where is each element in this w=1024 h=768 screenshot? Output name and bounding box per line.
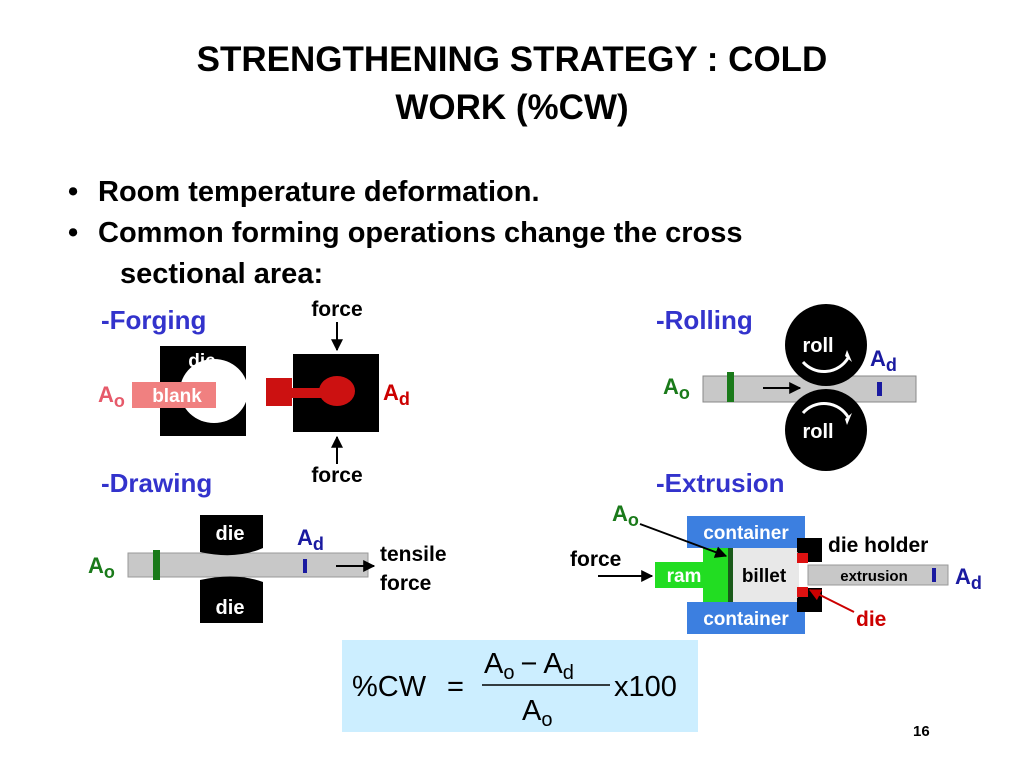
extrusion-product <box>807 564 949 586</box>
title-line-2: WORK (%CW) <box>395 88 629 127</box>
forging-force-bottom: force <box>311 464 362 487</box>
forged-part-flange <box>266 378 292 406</box>
formula-svg: %CW = Ao−Ad Ao x100 <box>352 648 677 731</box>
bullet-text: Room temperature deformation. <box>98 176 540 208</box>
bullet-text: Common forming operations change the cro… <box>98 217 743 249</box>
drawing-diagram: die die tensile force Ao Ad <box>88 515 447 623</box>
forging-blank <box>132 382 216 408</box>
rolling-start-marker <box>727 372 734 402</box>
extrusion-ao-label: Ao <box>612 501 639 530</box>
formula-equals: = <box>447 671 464 703</box>
extrusion-diagram: container container ram billet extrusion… <box>570 501 982 634</box>
extrusion-ao-pointer <box>639 523 728 558</box>
forging-ao-label: Ao <box>98 382 125 411</box>
drawing-die-bottom <box>200 576 263 623</box>
forged-part-head <box>319 376 355 406</box>
forging-label: -Forging <box>101 305 207 335</box>
rolling-diagram: roll roll Ao Ad <box>663 304 917 471</box>
roll-top-rotation-arrow <box>801 357 850 373</box>
extrusion-label: -Extrusion <box>656 468 785 498</box>
bullet-item: • Common forming operations change the c… <box>68 213 968 254</box>
ram-rod <box>655 562 709 588</box>
formula-lhs: %CW <box>352 671 427 703</box>
bullet-continuation: sectional area: <box>120 258 324 290</box>
drawing-die-bottom-text: die <box>216 597 245 619</box>
bullet-list: • Room temperature deformation. • Common… <box>68 172 968 295</box>
slide-title: STRENGTHENING STRATEGY : COLD WORK (%CW) <box>0 36 1024 132</box>
drawing-start-marker <box>153 550 160 580</box>
drawing-tensile-text-1: tensile <box>380 543 447 566</box>
container-bottom-text: container <box>703 609 789 630</box>
drawing-end-marker <box>303 559 307 573</box>
drawing-rod <box>127 552 369 578</box>
roll-top-arrowhead <box>845 350 852 362</box>
rolling-end-marker <box>877 382 882 396</box>
drawing-die-top-text: die <box>216 523 245 545</box>
roll-top-text: roll <box>802 335 833 357</box>
rolling-label: -Rolling <box>656 305 753 335</box>
roll-bottom-rotation-arrow <box>801 402 850 418</box>
extrusion-ad-label: Ad <box>955 564 982 593</box>
drawing-die-top <box>200 515 263 556</box>
page-number: 16 <box>913 723 930 740</box>
billet-text: billet <box>742 566 787 587</box>
forging-blank-text: blank <box>152 386 202 407</box>
forging-diagram: die blank Ao Ad force force <box>98 298 410 487</box>
drawing-ao-label: Ao <box>88 553 115 582</box>
forging-die-text: die <box>188 351 215 372</box>
drawing-ad-label: Ad <box>297 525 324 554</box>
billet-marker <box>728 548 733 602</box>
extrusion-force-text: force <box>570 548 621 571</box>
drawing-tensile-text-2: force <box>380 572 431 595</box>
rolling-ad-label: Ad <box>870 346 897 375</box>
cold-work-formula: %CW = Ao−Ad Ao x100 <box>342 640 698 732</box>
extrusion-end-marker <box>932 568 936 582</box>
formula-denominator: Ao <box>522 695 552 731</box>
billet <box>729 548 799 602</box>
die-text: die <box>856 608 886 631</box>
container-top-text: container <box>703 523 789 544</box>
title-line-1: STRENGTHENING STRATEGY : COLD <box>196 40 828 79</box>
die-holder-text: die holder <box>828 534 928 557</box>
bullet-item: • Room temperature deformation. <box>68 172 968 213</box>
die-pointer-arrow <box>808 589 855 613</box>
bullet-dot: • <box>68 176 79 208</box>
container-bottom <box>687 602 805 634</box>
ram-text: ram <box>667 566 702 587</box>
roll-bottom-arrowhead <box>845 413 852 425</box>
forging-force-top: force <box>311 298 362 321</box>
formula-numerator: Ao−Ad <box>484 648 574 684</box>
extrusion-text: extrusion <box>840 568 908 585</box>
forged-part-neck <box>290 388 326 398</box>
forging-ad-label: Ad <box>383 380 410 409</box>
die-bottom <box>797 587 808 597</box>
forging-blank-slot <box>216 388 246 402</box>
roll-bottom-text: roll <box>802 421 833 443</box>
bullet-dot: • <box>68 217 79 249</box>
rolling-ao-label: Ao <box>663 374 690 403</box>
drawing-label: -Drawing <box>101 468 213 498</box>
formula-multiplier: x100 <box>614 671 677 703</box>
container-top <box>687 516 805 548</box>
die-top <box>797 553 808 563</box>
